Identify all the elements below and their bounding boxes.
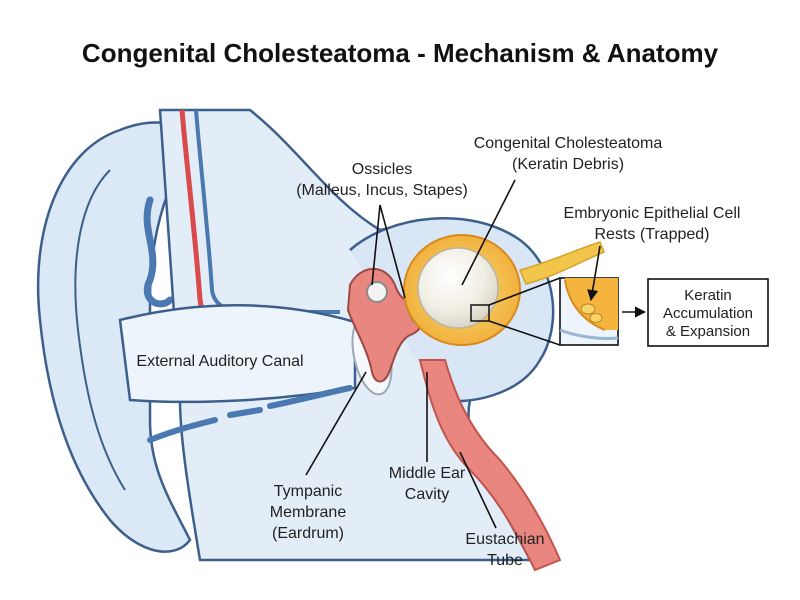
keratin-box	[647, 278, 769, 347]
label-cholesteatoma: Congenital Cholesteatoma (Keratin Debris…	[474, 135, 663, 173]
leader-ossicles-1	[371, 204, 381, 286]
label-keratin-line3: & Expansion	[666, 323, 750, 340]
label-tympanic: Tympanic Membrane (Eardrum)	[270, 483, 347, 542]
eustachian-tube-shape	[418, 359, 562, 572]
label-canal-line1: External Auditory Canal	[136, 353, 303, 370]
label-middle-ear: Middle Ear Cavity	[389, 465, 466, 503]
incus-detail	[366, 281, 388, 303]
pinna-inner-fold	[74, 169, 126, 491]
ear-canal	[118, 304, 357, 404]
label-ossicles-line1: Ossicles	[352, 161, 412, 178]
label-eustachian: Eustachian Tube	[465, 531, 544, 569]
label-cholesteatoma-line2: (Keratin Debris)	[512, 156, 624, 173]
label-ossicles: Ossicles (Malleus, Incus, Stapes)	[296, 161, 468, 199]
label-eustachian-line1: Eustachian	[465, 531, 544, 548]
page-title: Congenital Cholesteatoma - Mechanism & A…	[82, 38, 719, 68]
label-epithelial: Embryonic Epithelial Cell Rests (Trapped…	[564, 205, 741, 243]
label-epithelial-line1: Embryonic Epithelial Cell	[564, 205, 741, 222]
label-middle-ear-line2: Cavity	[405, 486, 449, 503]
label-keratin-line1: Keratin	[684, 287, 732, 304]
leader-tympanic	[305, 371, 367, 476]
keratin-pearl	[417, 247, 499, 329]
label-keratin-line2: Accumulation	[663, 305, 753, 322]
label-ossicles-line2: (Malleus, Incus, Stapes)	[296, 182, 468, 199]
leader-eustachian	[459, 451, 497, 529]
leader-ossicles-2	[379, 204, 406, 299]
facial-nerve	[518, 241, 605, 285]
label-cholesteatoma-line1: Congenital Cholesteatoma	[474, 135, 663, 152]
label-tympanic-line3: (Eardrum)	[272, 525, 344, 542]
label-tympanic-line1: Tympanic	[274, 483, 342, 500]
label-middle-ear-line1: Middle Ear	[389, 465, 466, 482]
label-epithelial-line2: Rests (Trapped)	[595, 226, 710, 243]
leader-epithelial	[587, 245, 601, 302]
label-eustachian-line2: Tube	[487, 552, 523, 569]
leader-cholesteatoma	[461, 179, 516, 286]
zoom-inset	[559, 277, 619, 346]
label-canal: External Auditory Canal	[136, 353, 303, 370]
helix-cartilage	[143, 196, 174, 308]
ear-anatomy-illustration	[36, 108, 619, 572]
zoom-source-box	[470, 304, 490, 322]
label-tympanic-line2: Membrane	[270, 504, 347, 521]
canal-cartilage-lower	[147, 385, 353, 443]
label-keratin: Keratin Accumulation & Expansion	[663, 287, 753, 340]
